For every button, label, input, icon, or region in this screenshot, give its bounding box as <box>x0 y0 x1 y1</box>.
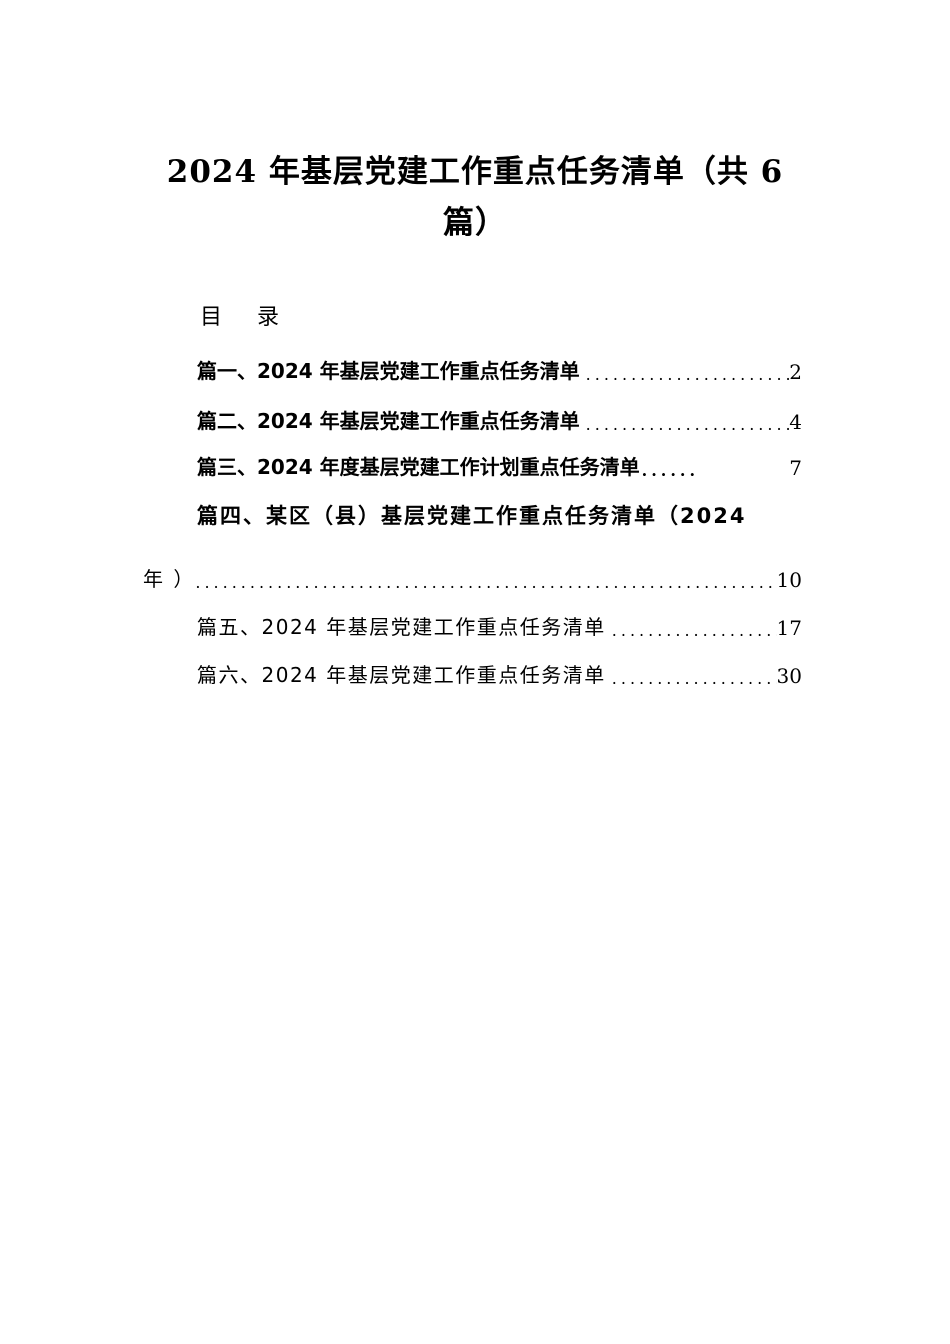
toc-page-number: 30 <box>776 664 802 688</box>
toc-leader-dots: ........................... <box>611 669 777 688</box>
toc-page-number: 4 <box>789 410 802 434</box>
toc-page-number: 17 <box>776 616 802 640</box>
document-title-line-2: 篇） <box>443 205 507 241</box>
toc-entry-6[interactable]: 篇六、2024 年基层党建工作重点任务清单 ..................… <box>197 648 802 688</box>
toc-leader-dots: ........................... <box>585 415 790 434</box>
toc-entry-label: 篇三、2024 年度基层党建工作计划重点任务清单 <box>197 455 640 479</box>
toc-entry-4-line-2[interactable]: 年 ） ....................................… <box>143 556 802 592</box>
toc-entry-label: 篇二、2024 年基层党建工作重点任务清单 <box>197 409 580 433</box>
toc-page-number: 2 <box>789 360 802 384</box>
toc-page-number: 7 <box>789 456 802 480</box>
toc-heading: 目 录 <box>200 305 293 330</box>
document-title-line-1: 2024 年基层党建工作重点任务清单（共 6 <box>166 154 784 190</box>
toc-entry-1[interactable]: 篇一、2024 年基层党建工作重点任务清单 ..................… <box>197 344 802 384</box>
toc-leader-dots: ...... <box>641 461 700 480</box>
toc-page-number: 10 <box>776 568 802 592</box>
toc-entry-3[interactable]: 篇三、2024 年度基层党建工作计划重点任务清单 ...... 7 <box>197 440 802 480</box>
toc-entry-label: 篇一、2024 年基层党建工作重点任务清单 <box>197 359 580 383</box>
toc-entry-label: 篇五、2024 年基层党建工作重点任务清单 <box>197 615 606 639</box>
toc-leader-dots: ........................... <box>585 365 790 384</box>
toc-entry-2[interactable]: 篇二、2024 年基层党建工作重点任务清单 ..................… <box>197 394 802 434</box>
toc-entry-label: 年 ） <box>143 567 196 591</box>
toc-entry-5[interactable]: 篇五、2024 年基层党建工作重点任务清单 ..................… <box>197 600 802 640</box>
toc-entry-4-line-1[interactable]: 篇四、某区（县）基层党建工作重点任务清单（2024 <box>197 504 747 528</box>
toc-entry-label: 篇六、2024 年基层党建工作重点任务清单 <box>197 663 606 687</box>
toc-leader-dots: ........................... <box>611 621 777 640</box>
toc-leader-dots: ........................................… <box>195 573 777 592</box>
